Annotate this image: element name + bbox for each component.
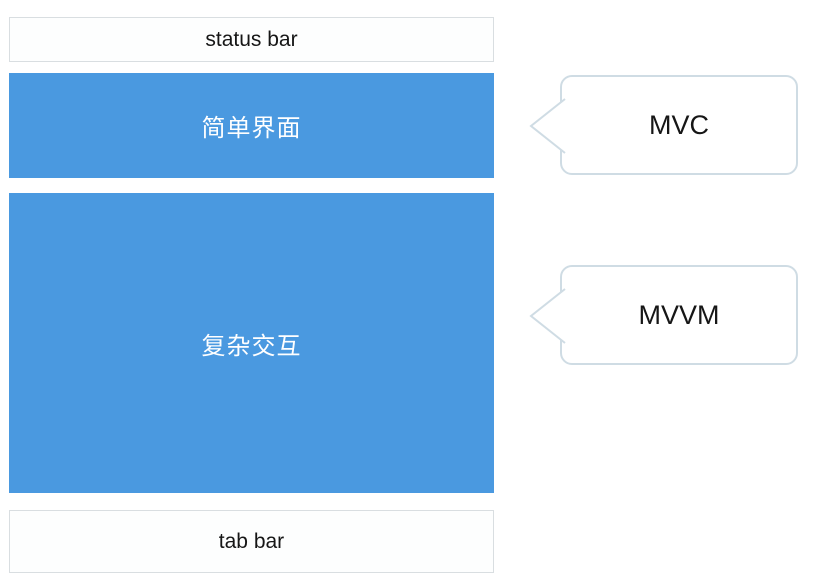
simple-view-region: 简单界面: [9, 73, 494, 178]
mvc-label: MVC: [649, 109, 709, 140]
mvc-callout-bubble: MVC: [529, 75, 798, 175]
mvvm-callout-bubble: MVVM: [529, 265, 798, 365]
tab-bar-box: tab bar: [9, 510, 494, 573]
complex-view-label: 复杂交互: [201, 332, 302, 360]
status-bar-box: status bar: [9, 17, 494, 62]
callout-tail-left-icon: [529, 288, 566, 344]
callout-tail-left-icon: [529, 98, 566, 154]
simple-view-label: 简单界面: [201, 115, 302, 142]
tab-bar-label: tab bar: [218, 529, 285, 553]
status-bar-label: status bar: [205, 27, 298, 51]
complex-view-region: 复杂交互: [9, 193, 494, 493]
mvvm-label: MVVM: [638, 299, 720, 330]
